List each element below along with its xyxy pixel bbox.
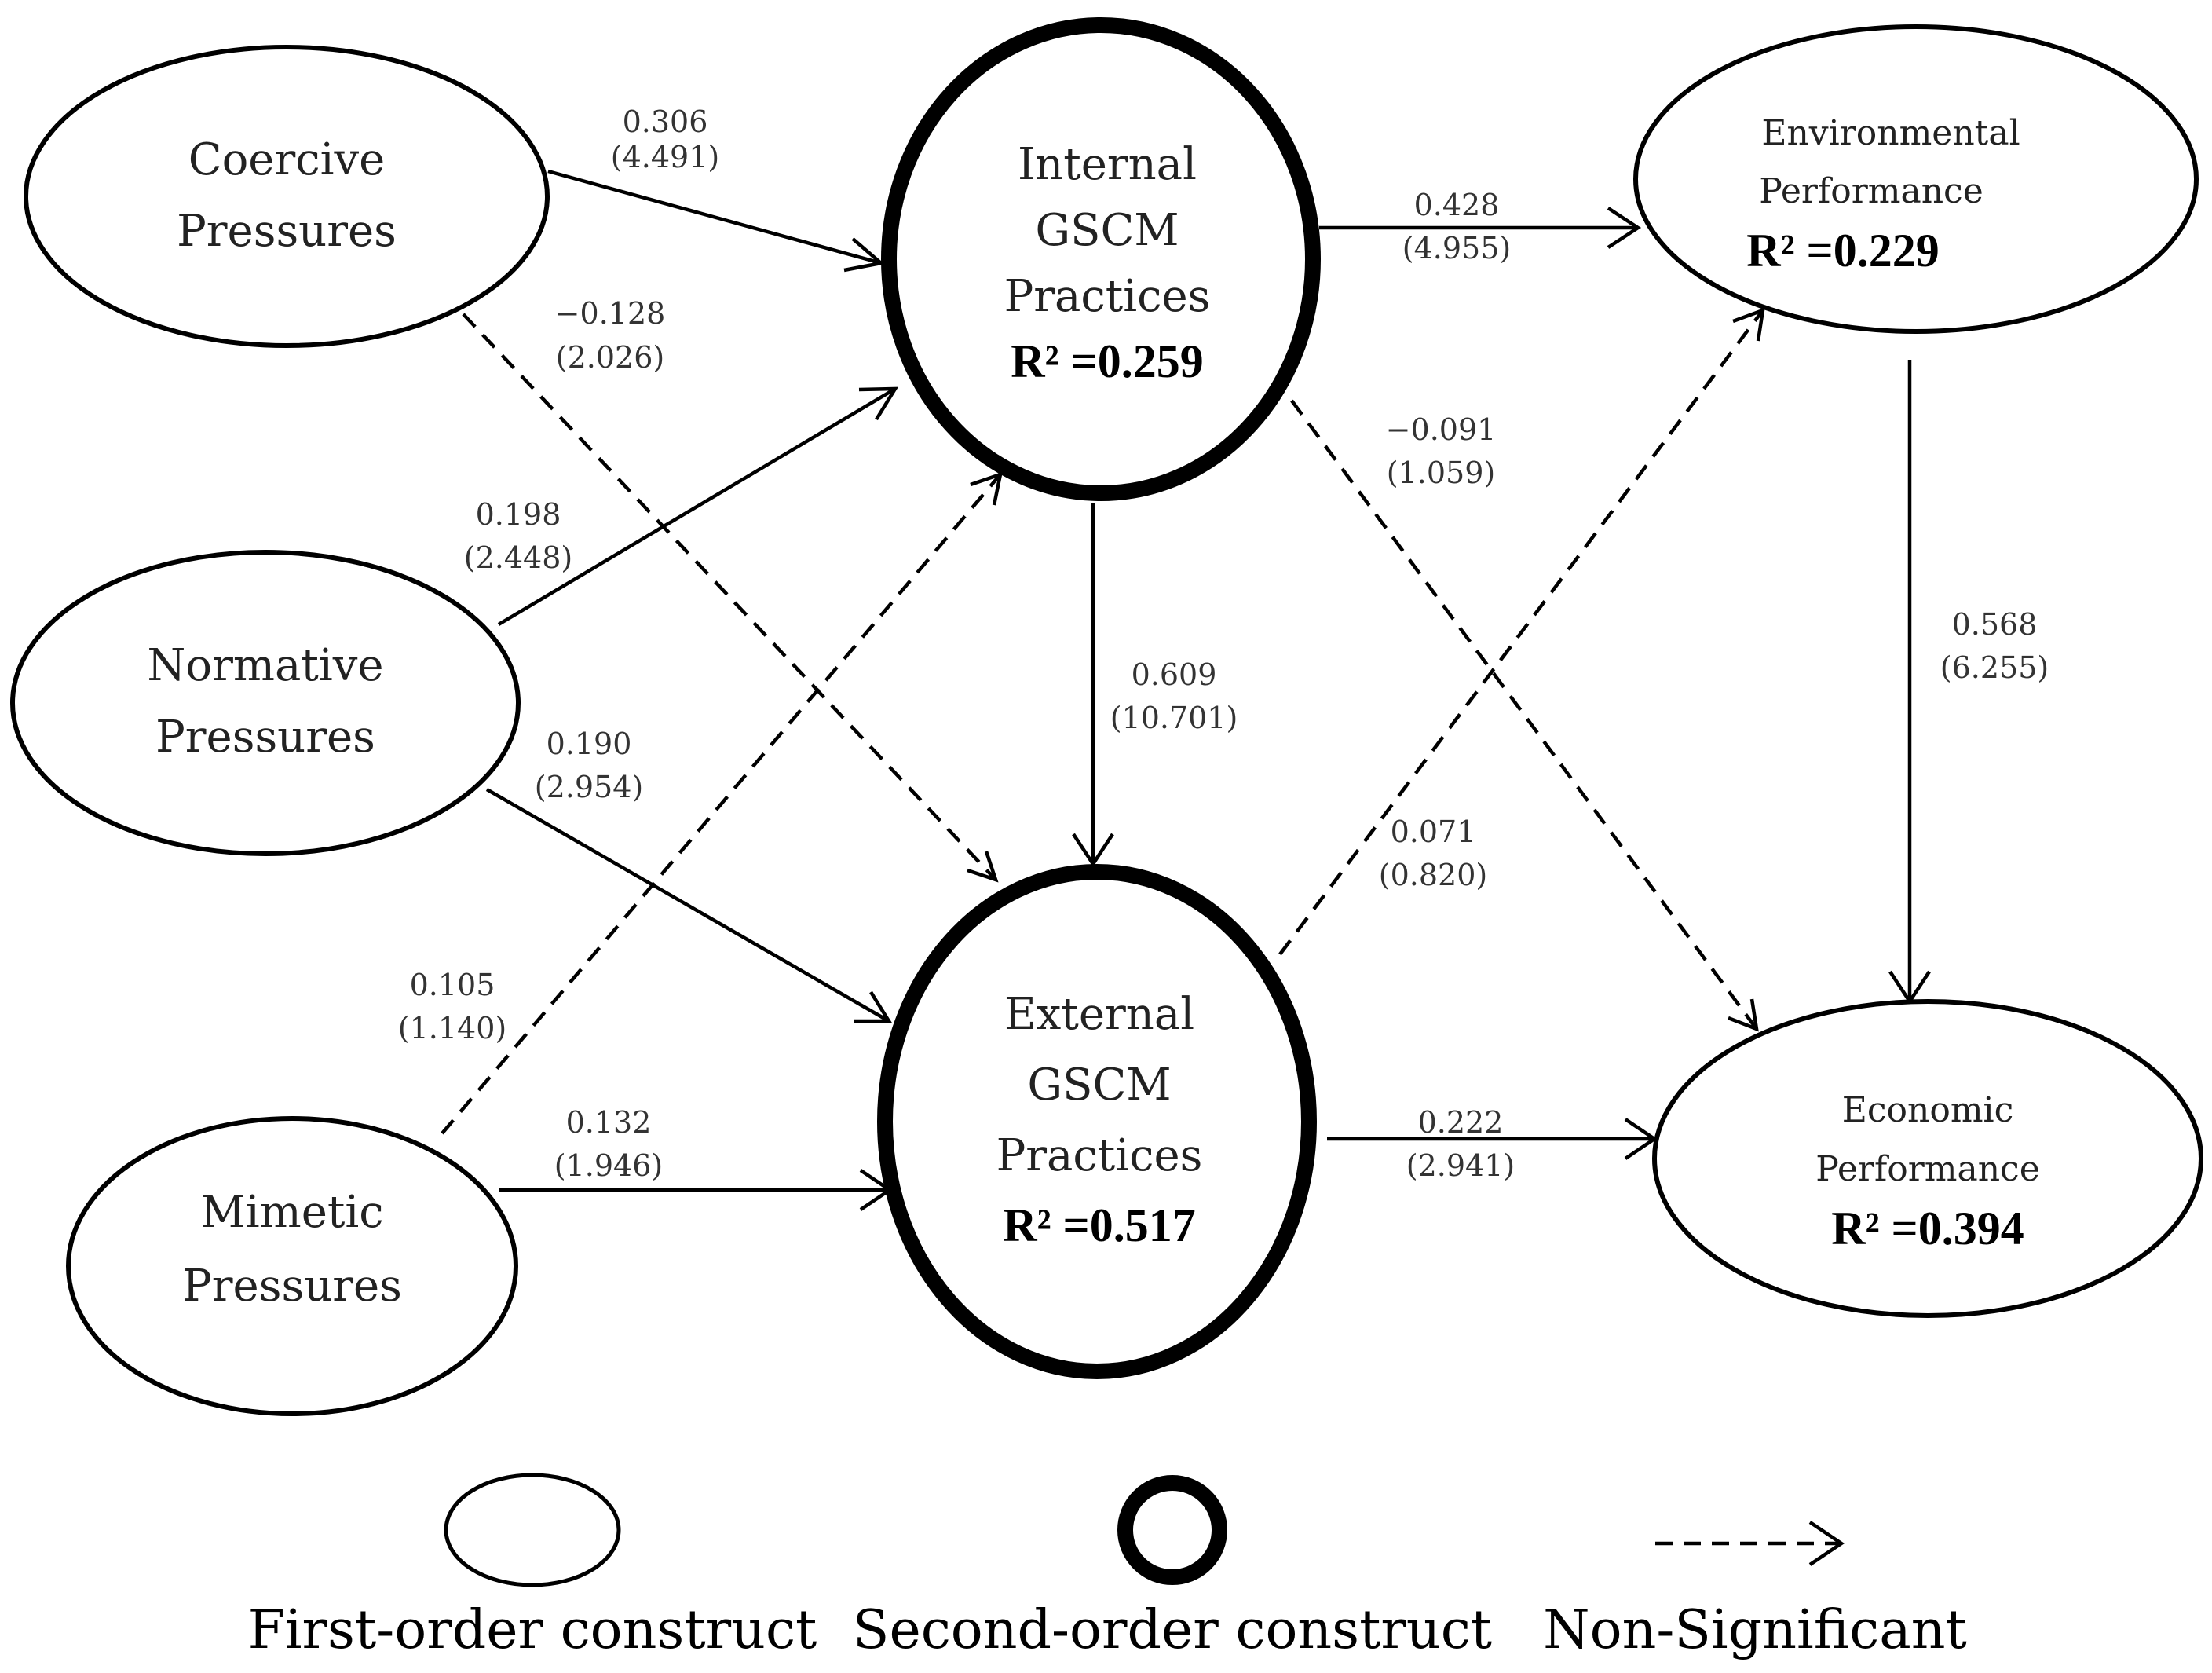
path-coercive-external <box>462 313 997 881</box>
legend-first-order: First-order construct <box>248 1473 817 1661</box>
coef-external-environmental: 0.071 <box>1391 815 1476 849</box>
path-mimetic-internal <box>441 473 1002 1135</box>
tvalue-internal-environmental: (4.955) <box>1402 231 1511 265</box>
arrowhead-normative-internal <box>858 386 899 421</box>
node-external-gscm-practices: External GSCM Practices R² =0.517 <box>877 864 1317 1379</box>
coef-coercive-internal: 0.306 <box>623 104 708 139</box>
node-internal-line1: Internal <box>1018 139 1197 190</box>
coef-normative-external: 0.190 <box>547 727 632 761</box>
node-economic-line2: Performance <box>1815 1149 2039 1189</box>
legend-non-significant-label: Non-Significant <box>1543 1599 1967 1661</box>
legend-non-significant: Non-Significant <box>1543 1521 1967 1661</box>
node-external-line3: Practices <box>996 1130 1203 1181</box>
legend-first-order-symbol <box>444 1473 621 1587</box>
node-coercive-line2: Pressures <box>177 206 397 257</box>
path-internal-economic <box>1290 399 1758 1031</box>
node-coercive-pressures: Coercive Pressures <box>24 45 550 348</box>
tvalue-mimetic-external: (1.946) <box>554 1148 663 1183</box>
arrowhead-coercive-external <box>967 851 999 883</box>
path-coefficients: 0.306 (4.491) −0.128 (2.026) 0.198 (2.44… <box>398 104 2049 1183</box>
arrowhead-internal-environmental <box>1607 207 1642 249</box>
node-coercive-line1: Coercive <box>188 134 386 185</box>
arrowhead-coercive-internal <box>843 237 885 273</box>
arrowhead-mimetic-internal <box>970 471 1003 506</box>
coef-internal-economic: −0.091 <box>1386 412 1497 447</box>
coef-mimetic-external: 0.132 <box>566 1105 652 1140</box>
node-internal-line3: Practices <box>1004 271 1211 322</box>
legend: First-order construct Second-order const… <box>248 1473 1967 1661</box>
legend-second-order-symbol <box>1117 1475 1227 1585</box>
legend-second-order-label: Second-order construct <box>853 1599 1492 1661</box>
node-environmental-line1: Environmental <box>1761 113 2020 153</box>
tvalue-internal-economic: (1.059) <box>1387 456 1495 490</box>
path-normative-external <box>485 788 890 1023</box>
tvalue-environmental-economic: (6.255) <box>1940 650 2049 685</box>
node-economic-shape <box>1652 999 2203 1318</box>
node-normative-line2: Pressures <box>155 712 375 763</box>
path-coercive-internal <box>547 169 882 265</box>
node-environmental-performance: Environmental Performance R² =0.229 <box>1633 24 2199 334</box>
tvalue-coercive-internal: (4.491) <box>611 140 719 174</box>
node-mimetic-pressures: Mimetic Pressures <box>66 1116 518 1416</box>
node-environmental-line2: Performance <box>1759 171 1983 211</box>
node-economic-r2: R² =0.394 <box>1831 1203 2024 1254</box>
node-mimetic-shape <box>66 1116 518 1416</box>
coef-mimetic-internal: 0.105 <box>410 968 495 1002</box>
coef-coercive-external: −0.128 <box>555 296 666 331</box>
node-external-line1: External <box>1004 989 1194 1040</box>
coef-normative-internal: 0.198 <box>476 497 561 532</box>
node-internal-shape <box>881 17 1321 501</box>
tvalue-external-environmental: (0.820) <box>1379 858 1487 892</box>
arrowhead-external-environmental <box>1732 307 1765 342</box>
node-mimetic-line2: Pressures <box>182 1261 402 1312</box>
node-external-line2: GSCM <box>1027 1060 1171 1111</box>
path-external-environmental <box>1278 309 1764 956</box>
node-coercive-shape <box>24 45 550 348</box>
node-normative-pressures: Normative Pressures <box>10 550 521 856</box>
tvalue-internal-external: (10.701) <box>1110 701 1238 735</box>
node-environmental-shape <box>1633 24 2199 334</box>
coef-environmental-economic: 0.568 <box>1952 607 2038 642</box>
node-normative-line1: Normative <box>147 640 383 691</box>
node-external-r2: R² =0.517 <box>1003 1199 1196 1251</box>
node-mimetic-line1: Mimetic <box>200 1187 383 1238</box>
tvalue-normative-internal: (2.448) <box>464 540 572 575</box>
tvalue-coercive-external: (2.026) <box>556 340 664 375</box>
node-external-shape <box>877 864 1317 1379</box>
tvalue-external-economic: (2.941) <box>1406 1148 1515 1183</box>
legend-dashed-arrowhead <box>1808 1521 1845 1566</box>
node-normative-shape <box>10 550 521 856</box>
legend-first-order-label: First-order construct <box>248 1599 817 1661</box>
paths <box>441 169 1931 1211</box>
arrowhead-normative-external <box>854 990 893 1023</box>
coef-internal-external: 0.609 <box>1132 657 1217 692</box>
arrowhead-internal-external <box>1072 833 1114 868</box>
node-environmental-r2: R² =0.229 <box>1746 225 1940 276</box>
node-economic-line1: Economic <box>1842 1090 2014 1130</box>
arrowhead-internal-economic <box>1728 998 1759 1032</box>
node-internal-r2: R² =0.259 <box>1011 335 1204 387</box>
tvalue-mimetic-internal: (1.140) <box>398 1011 506 1045</box>
tvalue-normative-external: (2.954) <box>535 770 643 804</box>
node-internal-gscm-practices: Internal GSCM Practices R² =0.259 <box>881 17 1321 501</box>
node-internal-line2: GSCM <box>1035 205 1179 256</box>
coef-internal-environmental: 0.428 <box>1414 188 1500 222</box>
coef-external-economic: 0.222 <box>1418 1105 1504 1140</box>
nodes: Coercive Pressures Normative Pressures M… <box>10 17 2203 1416</box>
legend-second-order: Second-order construct <box>853 1475 1492 1661</box>
path-normative-internal <box>497 387 897 626</box>
node-economic-performance: Economic Performance R² =0.394 <box>1652 999 2203 1318</box>
